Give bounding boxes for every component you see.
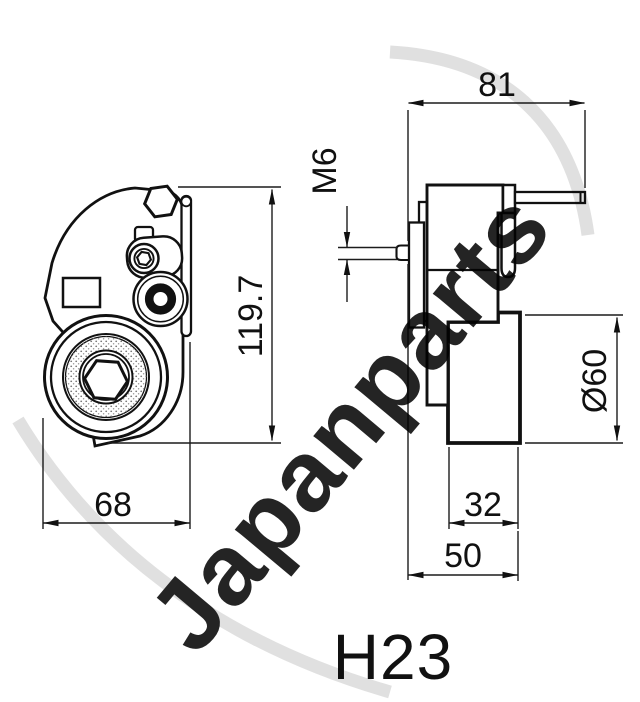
front-pulley-hex: [82, 359, 130, 401]
side-hook-flange: [500, 211, 517, 279]
dim-pulley-diameter-label: Ø60: [576, 349, 614, 413]
front-hex-socket: [135, 250, 153, 267]
dim-height-label: 119.7: [232, 275, 270, 358]
dim-mount-depth-label: 50: [444, 537, 482, 575]
front-pivot-bush: [144, 283, 177, 315]
dimension-labels: 119.7 68 81 M6 Ø60 32 50: [94, 66, 614, 575]
front-pulley-stipple: [65, 336, 147, 418]
front-square-hole: [61, 276, 102, 309]
front-view: [43, 184, 193, 448]
side-view: [395, 183, 587, 445]
side-stud: [395, 244, 411, 262]
dim-stud-thread-label: M6: [306, 147, 344, 194]
front-pin-cap: [180, 195, 192, 208]
front-hex-bolt: [142, 184, 180, 219]
dimensions: [42, 99, 623, 581]
front-pulley: [43, 314, 169, 440]
front-pivot-mid: [136, 275, 185, 323]
side-plate-outer: [407, 221, 426, 329]
watermark-swoosh-top-right: [389, 45, 595, 236]
watermark-swoosh-bottom-left: [12, 416, 392, 699]
dim-pulley-width-label: 32: [464, 486, 502, 524]
